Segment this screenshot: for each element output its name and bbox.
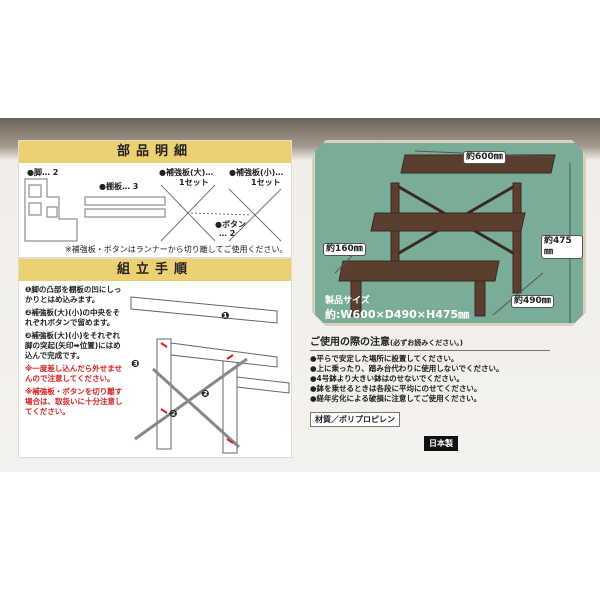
step-3: ❸補強板(大)(小)をそれぞれ脚の突起(矢印➡位置)にはめ込んで完成です。 — [25, 331, 121, 360]
size-value: 約:W600×D490×H475㎜ — [325, 308, 470, 321]
brace-large-label: ●補強板(大)… — [159, 168, 214, 177]
parts-note: ※補強板・ボタンはランナーから切り離してご使用ください。 — [65, 245, 288, 254]
usage-item: ●平らで安定した場所に設置してください。 — [310, 354, 459, 363]
callout-2b: ❷ — [169, 409, 178, 420]
parts-title: 部品明細 — [19, 141, 291, 163]
button-label: ●ボタン — [215, 220, 246, 229]
warning-2: ※補強板・ボタンを切り離す場合は、取扱いに十分注意してください。 — [25, 387, 123, 416]
callout-2a: ❷ — [201, 389, 210, 400]
step-2: ❷補強板(大)(小)の中央をそれぞれボタンで留めます。 — [25, 308, 121, 327]
brace-small-qty: 1セット — [251, 178, 281, 187]
usage-title: ご使用の際の注意 — [310, 337, 390, 348]
size-title: 製品サイズ — [325, 296, 370, 306]
brace-large-qty: 1セット — [179, 178, 209, 187]
assembly-panel: 組立手順 ❶脚の凸部を棚板の凹にしっかりとはめ込みます。 ❷補強板(大)(小)の… — [18, 258, 292, 458]
width-label: 約600㎜ — [463, 151, 506, 164]
product-size-panel: 約600㎜ 約475㎜ 約160㎜ 約490㎜ 製品サイズ 約:W600×D49… — [312, 140, 586, 326]
brace-small-label: ●補強板(小)… — [229, 168, 284, 177]
usage-item: ●上に乗ったり、踏み台代わりに使用しないでください。 — [310, 364, 504, 373]
parts-drawing — [24, 178, 282, 242]
assembly-title: 組立手順 — [19, 259, 291, 281]
usage-item: ●4号鉢より大きい鉢はのせないでください。 — [310, 374, 464, 383]
assembly-drawing — [130, 296, 290, 454]
step-1: ❶脚の凸部を棚板の凹にしっかりとはめ込みます。 — [25, 285, 122, 304]
origin-badge: 日本製 — [424, 436, 458, 451]
parts-panel: 部品明細 ●脚… 2 ●棚板… 3 ●補強板(大)… 1セット ●補強板(小)…… — [18, 140, 292, 258]
callout-1: ❶ — [221, 311, 230, 322]
usage-subtitle: (必ずお読みください。) — [390, 339, 463, 347]
material-label: 材質／ポリプロピレン — [310, 412, 400, 427]
warning-1: ※一度差し込んだら外せませんので注意してください。 — [25, 364, 123, 383]
usage-notes: ご使用の際の注意(必ずお読みください。) ●平らで安定した場所に設置してください… — [310, 333, 550, 404]
step-depth-label: 約160㎜ — [323, 243, 366, 256]
callout-3: ❸ — [131, 359, 140, 370]
height-label: 約475㎜ — [541, 235, 583, 259]
shelf-label: ●棚板… 3 — [99, 182, 139, 191]
usage-item: ●経年劣化による破損に注意してご使用ください。 — [310, 394, 482, 403]
button-qty: … 2 — [219, 229, 236, 238]
leg-label: ●脚… 2 — [27, 168, 59, 177]
plant-stand-image — [315, 143, 585, 323]
usage-item: ●鉢を乗せるときは各段に平均にのせてください。 — [310, 384, 482, 393]
depth-label: 約490㎜ — [511, 295, 554, 308]
